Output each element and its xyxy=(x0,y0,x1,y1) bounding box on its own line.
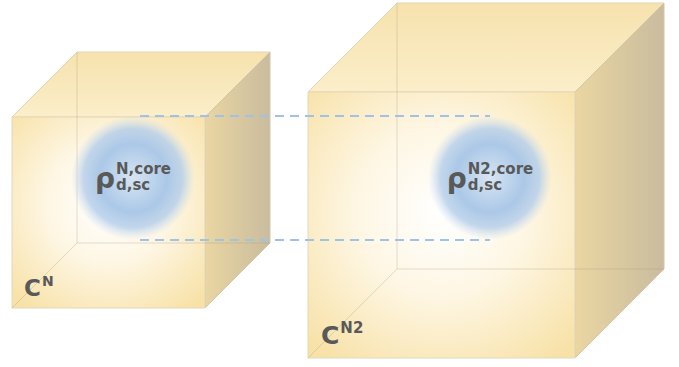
cube-side-face xyxy=(575,3,664,358)
formula-box: ρN2,cored,sc xyxy=(428,116,552,240)
cube-region: CN2 ρN2,cored,sc xyxy=(308,3,664,358)
subscript: d,sc xyxy=(468,178,533,194)
cube-label-scripts: N xyxy=(42,274,54,289)
cube-region: CNρN,cored,sc xyxy=(12,52,270,308)
density-symbol-scripts: N2,cored,sc xyxy=(468,162,533,194)
cube-label-box: CN2 xyxy=(321,321,363,351)
density-symbol: ρN2,cored,sc xyxy=(447,162,534,195)
cube-label-scripts: N2 xyxy=(340,321,363,337)
core-density-blob: ρN2,cored,sc xyxy=(428,116,552,240)
density-symbol-base: ρ xyxy=(447,162,467,195)
superscript: N2,core xyxy=(468,162,533,178)
superscript: N,core xyxy=(116,162,171,178)
density-symbol-scripts: N,cored,sc xyxy=(116,162,171,194)
cube-hidden-edge xyxy=(308,269,397,358)
cube-hidden-edge xyxy=(397,3,398,269)
superscript: N2 xyxy=(340,321,363,337)
cube-label: CN xyxy=(24,274,54,301)
cube-hidden-edge xyxy=(397,269,664,270)
cube-label-base: C xyxy=(24,275,41,301)
cube-label-box: CN xyxy=(24,274,54,301)
density-symbol: ρN,cored,sc xyxy=(95,162,171,195)
subscript: d,sc xyxy=(116,178,171,194)
superscript: N xyxy=(42,274,54,289)
blob-circle xyxy=(428,116,552,240)
cube-hidden-edge xyxy=(12,243,77,308)
cube-hidden-edge xyxy=(77,52,78,243)
cube-hidden-edge xyxy=(77,243,270,244)
dashed-guide-line xyxy=(140,239,490,241)
formula-box: ρN,cored,sc xyxy=(71,116,195,240)
density-symbol-base: ρ xyxy=(95,162,115,195)
cube-front-face xyxy=(12,117,205,308)
cube-label: CN2 xyxy=(321,321,363,351)
cube-side-face xyxy=(205,52,270,308)
dashed-guide-line xyxy=(140,115,490,117)
cube-label-base: C xyxy=(321,321,339,350)
core-density-blob: ρN,cored,sc xyxy=(71,116,195,240)
cube-front-face xyxy=(308,92,575,358)
blob-circle xyxy=(71,116,195,240)
